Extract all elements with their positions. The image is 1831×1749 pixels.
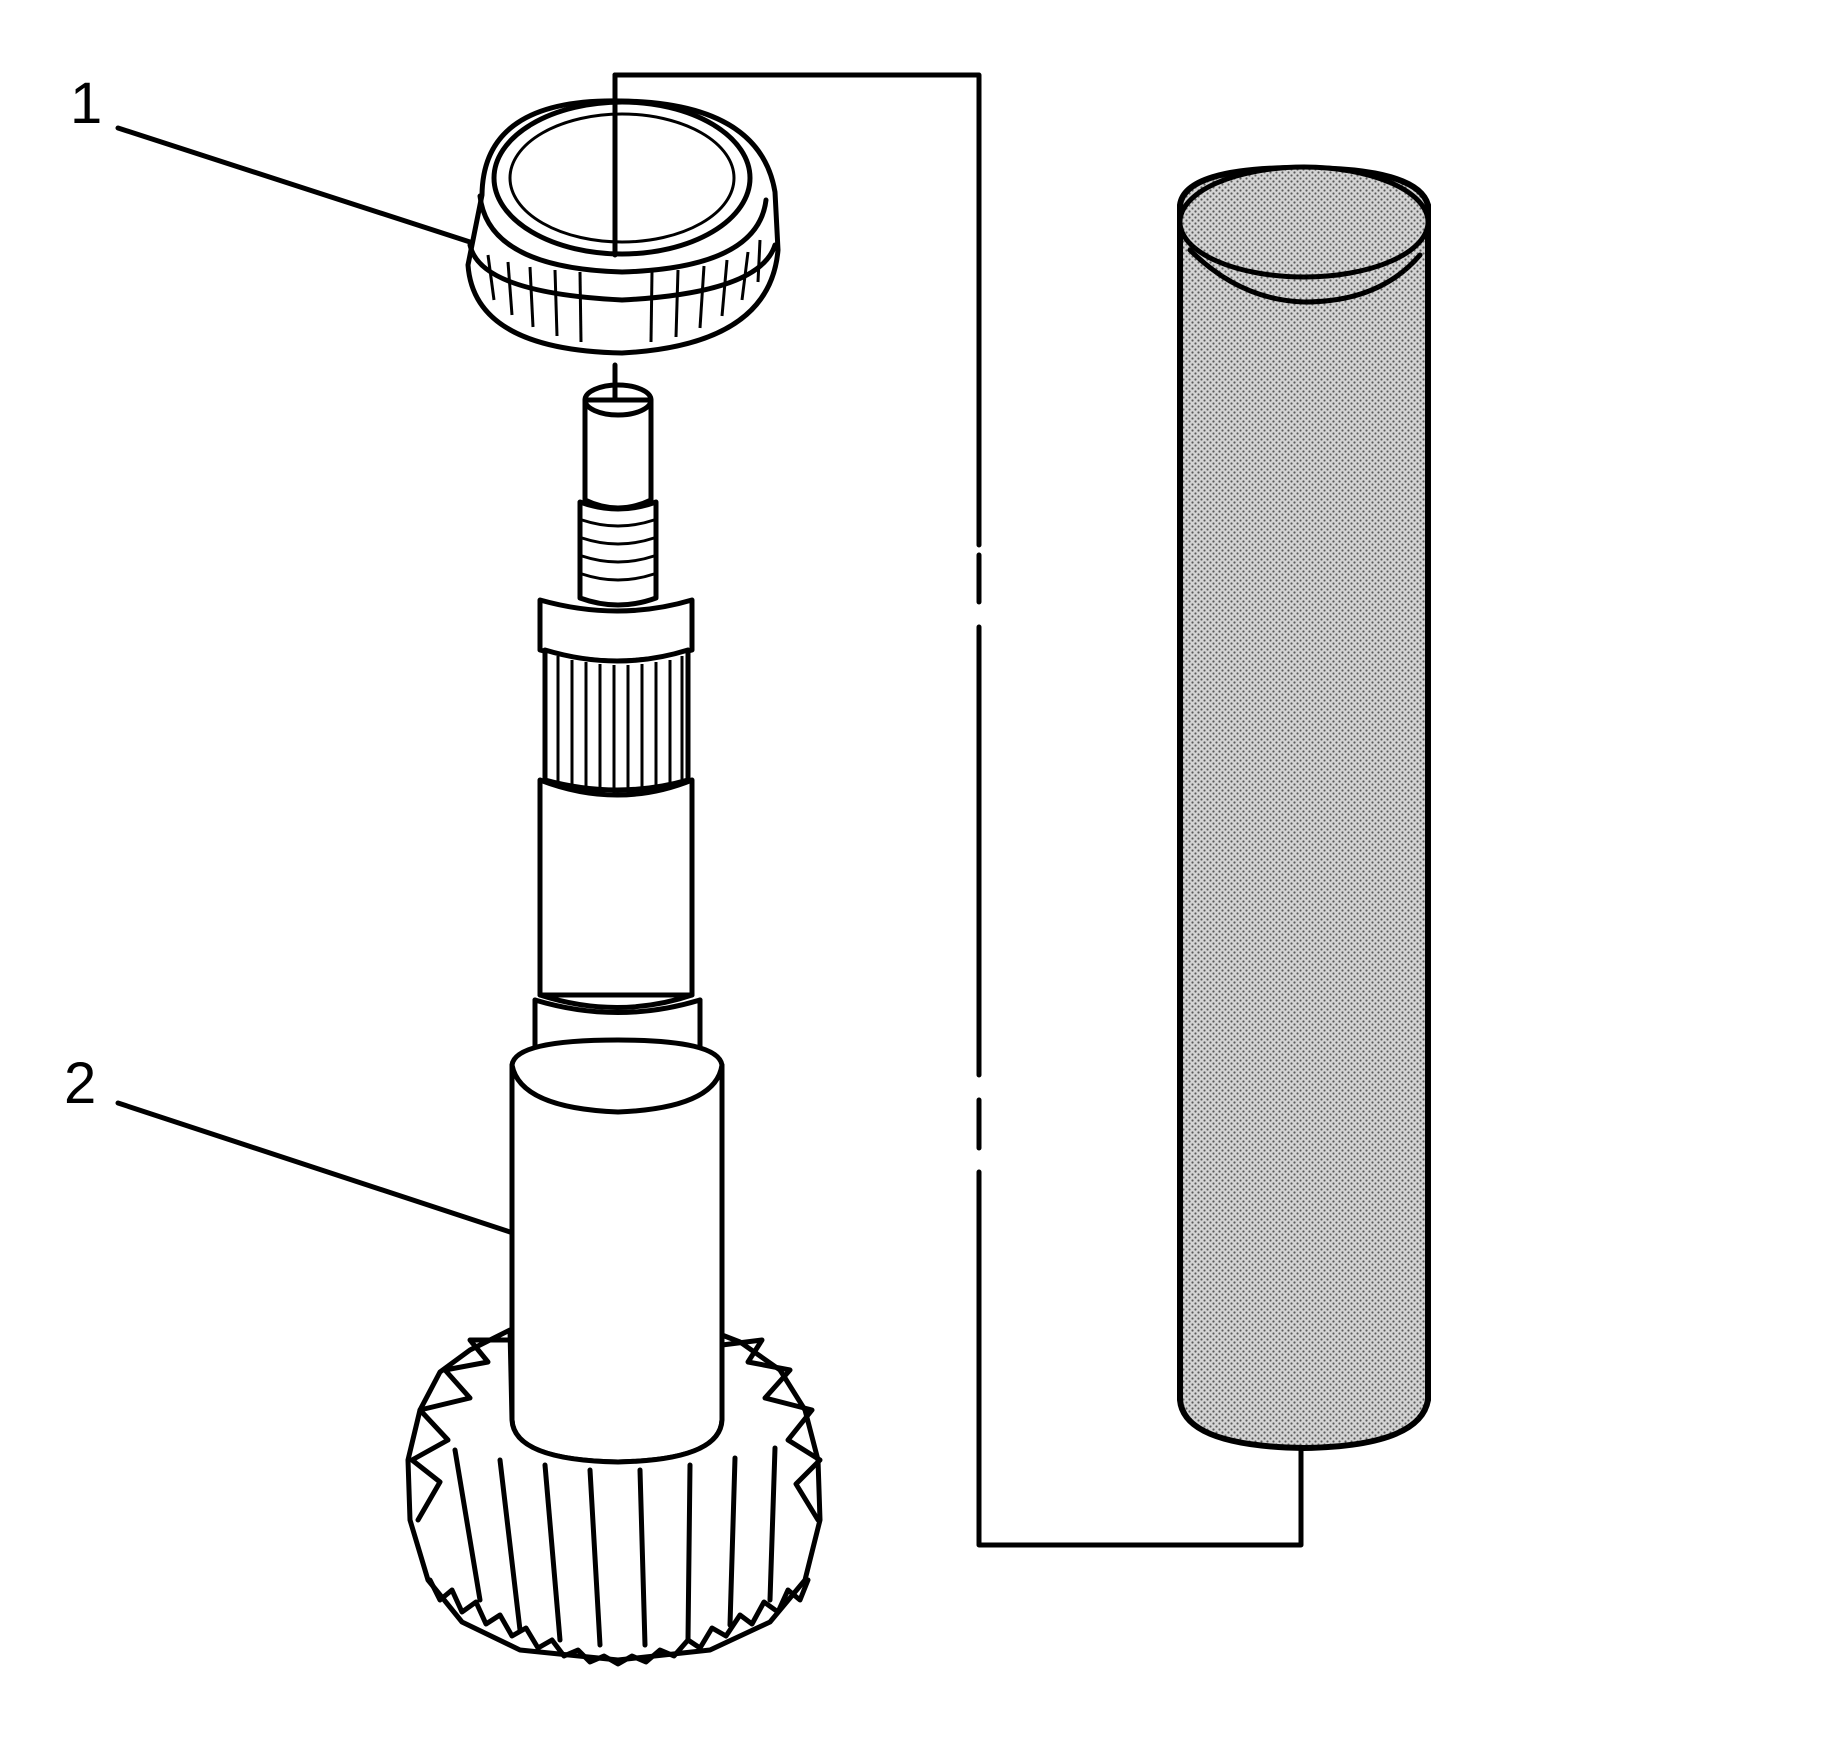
callout-2-number: 2 [64,1051,96,1116]
callout-2: 2 [64,1051,513,1235]
helical-gear [405,1327,823,1667]
callout-2-leader [115,1100,513,1235]
bearing-cone [465,72,781,356]
callout-1-number: 1 [70,71,102,136]
callout-1-leader [115,125,473,245]
input-shaft [509,382,725,1465]
callout-1: 1 [70,71,473,245]
installer-tube [1177,164,1431,1452]
